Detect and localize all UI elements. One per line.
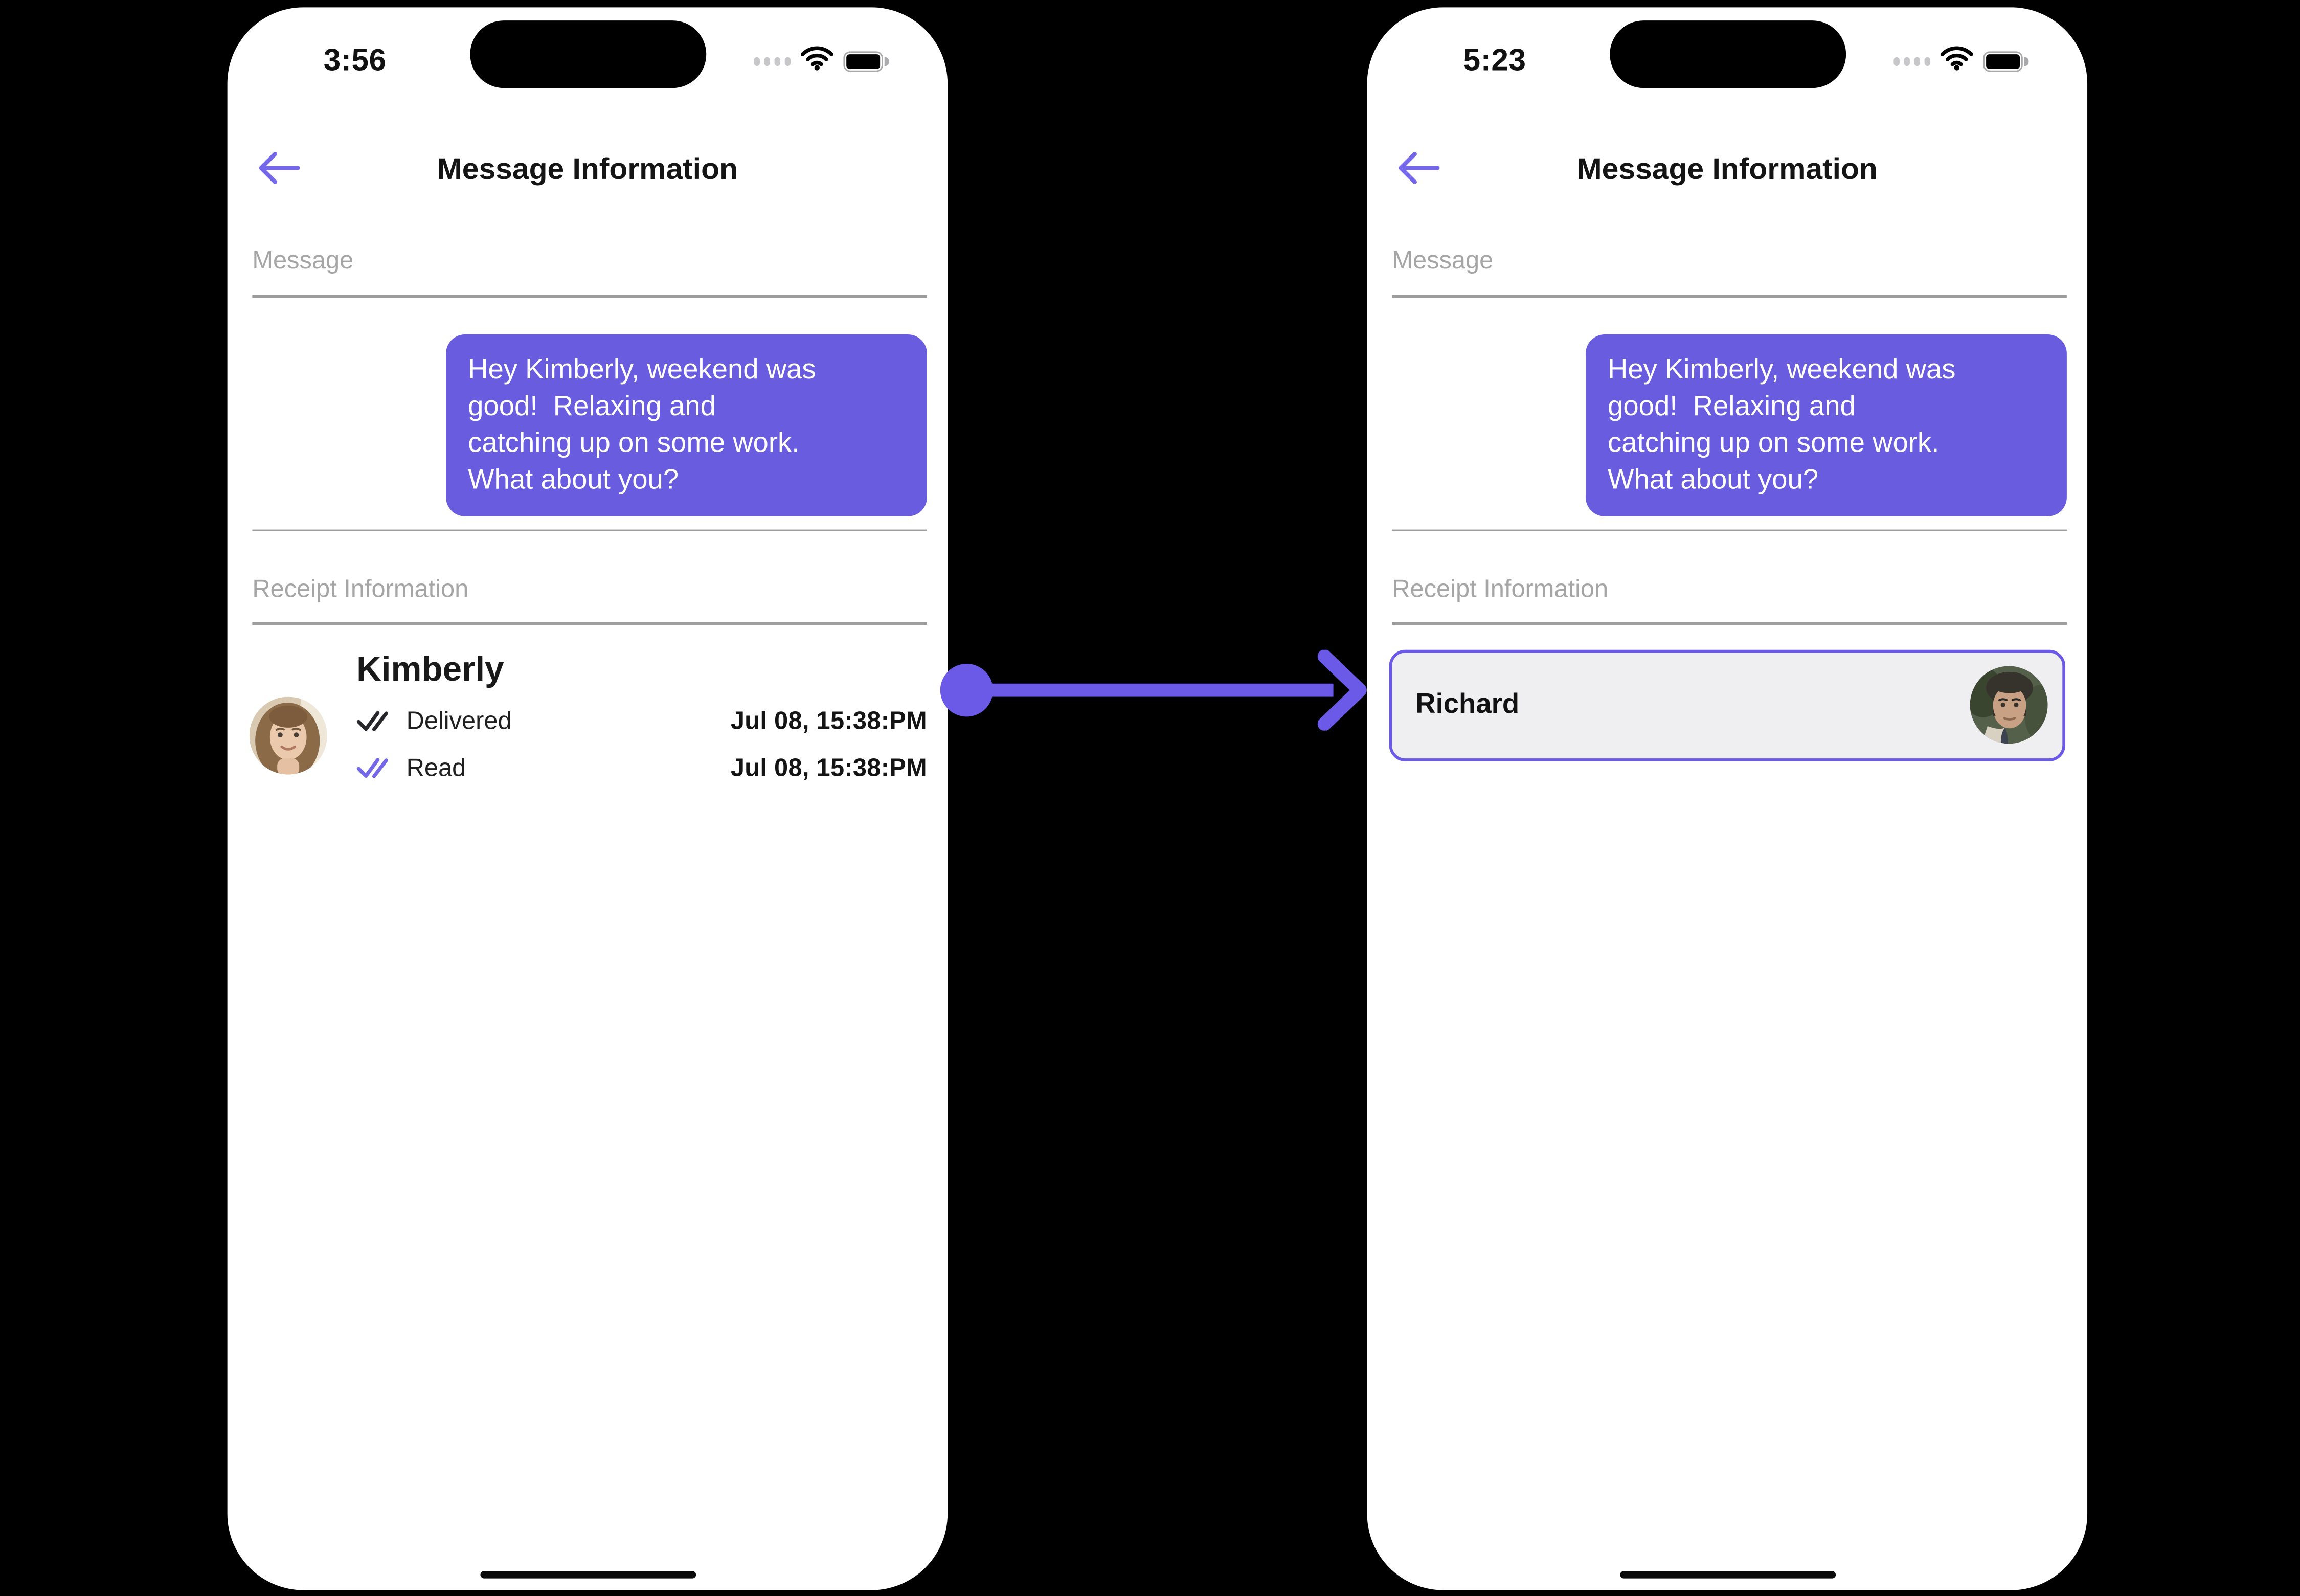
divider (1392, 622, 2067, 625)
divider (252, 295, 927, 298)
dynamic-island (469, 20, 706, 88)
page-title: Message Information (1576, 152, 1878, 187)
screen-content: Message Hey Kimberly, weekend was good! … (228, 228, 948, 783)
receipt-timestamp: Jul 08, 15:38:PM (730, 753, 927, 782)
home-indicator[interactable] (480, 1571, 695, 1579)
wifi-icon (1940, 46, 1973, 78)
divider (252, 529, 927, 531)
richard-avatar (1970, 666, 2048, 745)
battery-icon (843, 51, 889, 72)
arrow-left-icon (1394, 150, 1440, 191)
back-button[interactable] (1390, 147, 1443, 194)
receipt-section-label: Receipt Information (1392, 575, 1609, 603)
receipt-entry: Kimberly Delivered Jul 08, 15:38:PM (228, 648, 948, 783)
receipt-row-delivered: Delivered Jul 08, 15:38:PM (356, 707, 927, 736)
page-title: Message Information (437, 152, 738, 187)
receipt-timestamp: Jul 08, 15:38:PM (730, 707, 927, 735)
contact-card-richard[interactable]: Richard (1389, 649, 2066, 761)
iphone-frame-right: 5:23 (1367, 7, 2088, 1590)
divider (252, 622, 927, 625)
divider (1392, 529, 2067, 531)
battery-icon (1983, 51, 2028, 72)
status-icons (753, 46, 889, 78)
app-header: Message Information (228, 133, 948, 207)
status-time: 3:56 (323, 44, 387, 78)
arrow-right-icon (939, 649, 1367, 738)
cellular-signal-icon (1892, 57, 1931, 66)
dynamic-island (1609, 20, 1845, 88)
arrow-left-icon (255, 150, 300, 191)
divider (1392, 295, 2067, 298)
status-time: 5:23 (1463, 44, 1526, 78)
receipt-section-label: Receipt Information (252, 575, 469, 603)
receipt-status-label: Read (406, 753, 466, 782)
wifi-icon (800, 46, 833, 78)
cellular-signal-icon (753, 57, 791, 66)
message-section-label: Message (252, 246, 354, 275)
message-bubble: Hey Kimberly, weekend was good! Relaxing… (446, 333, 927, 516)
contact-name: Richard (1415, 689, 1520, 720)
screen-content: Message Hey Kimberly, weekend was good! … (1367, 228, 2087, 761)
status-bar: 3:56 (228, 25, 948, 98)
message-bubble: Hey Kimberly, weekend was good! Relaxing… (1585, 333, 2067, 516)
back-button[interactable] (251, 147, 304, 194)
receipt-status-label: Delivered (406, 707, 512, 735)
receipt-row-read: Read Jul 08, 15:38:PM (356, 754, 927, 783)
app-header: Message Information (1367, 133, 2087, 207)
contact-name: Kimberly (356, 649, 504, 688)
iphone-frame-left: 3:56 (227, 7, 948, 1590)
double-check-icon (356, 710, 389, 732)
message-section-label: Message (1392, 246, 1494, 275)
status-icons (1892, 46, 2028, 78)
kimberly-avatar (249, 696, 327, 775)
status-bar: 5:23 (1367, 25, 2087, 98)
double-check-icon (356, 757, 389, 779)
home-indicator[interactable] (1619, 1571, 1835, 1579)
